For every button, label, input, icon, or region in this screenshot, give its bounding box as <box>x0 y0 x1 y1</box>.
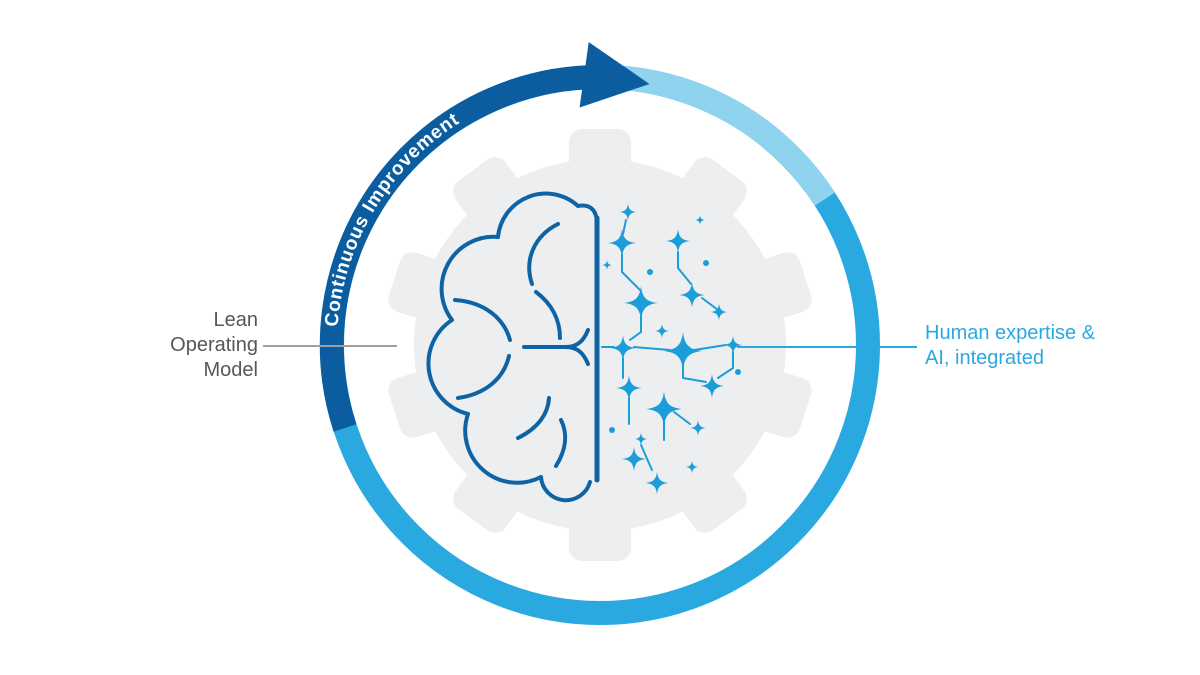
ring-dark-arc <box>319 65 601 432</box>
gear-body <box>414 159 786 531</box>
right-label-line: Human expertise & <box>925 322 1096 344</box>
arrow-head-icon <box>579 42 650 108</box>
network-nodes <box>609 260 741 433</box>
left-label-line: Lean <box>213 309 259 331</box>
brain-left-hemisphere <box>426 191 599 503</box>
gear-teeth <box>388 129 812 561</box>
right-label-line: AI, integrated <box>925 347 1044 369</box>
left-label-line: Operating <box>170 334 258 356</box>
gear-icon <box>388 129 812 561</box>
brain-icon <box>426 191 743 503</box>
human-expertise-ai-label: Human expertise & AI, integrated <box>925 321 1145 371</box>
neural-network-icon <box>601 203 743 495</box>
lean-operating-model-label: Lean Operating Model <box>100 308 258 383</box>
left-label-line: Model <box>203 359 258 381</box>
